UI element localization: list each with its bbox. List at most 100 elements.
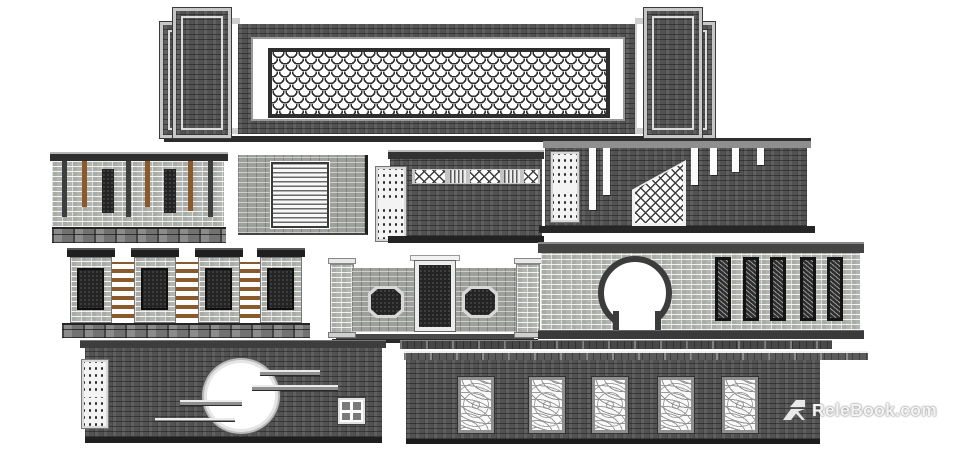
left-divider-strip — [230, 18, 240, 134]
model-clerestory-wall — [376, 150, 544, 243]
model-brick-panel-wall — [238, 155, 368, 235]
mesh-panel — [77, 268, 104, 310]
louver-window — [770, 257, 786, 321]
floating-shelf — [155, 418, 235, 422]
steel-slat — [62, 161, 67, 217]
gate-wall-body — [238, 24, 638, 134]
model-lattice-gate-wall — [160, 8, 715, 146]
slatted-inset-panel — [271, 162, 329, 228]
tile-coping-lower — [404, 351, 868, 360]
moon-gate-wall-body — [541, 253, 860, 330]
model-leaf-window-wall — [400, 336, 870, 446]
mesh-slat — [102, 169, 114, 213]
leaf-carving — [595, 380, 625, 430]
wall-base-line — [406, 439, 820, 444]
leaf-carving — [661, 380, 691, 430]
window-slot — [589, 148, 596, 210]
leaf-carving — [461, 380, 491, 430]
lattice-window — [470, 170, 500, 183]
fence-pillar — [260, 257, 302, 323]
wall-base-line — [538, 330, 864, 339]
fence-pillar — [70, 257, 112, 323]
louver-window — [715, 257, 731, 321]
pillar-cap — [328, 258, 356, 264]
moon-gate-opening — [613, 311, 661, 330]
leaf-window — [457, 376, 495, 434]
wood-slat — [188, 161, 193, 211]
leaf-window — [657, 376, 695, 434]
front-right-pillar — [644, 8, 702, 138]
dotted-pilaster — [376, 167, 406, 241]
steel-slat — [208, 161, 213, 217]
divider-slot — [637, 24, 643, 128]
wall-cap — [543, 138, 811, 148]
window-slot — [603, 148, 610, 195]
mesh-slat — [164, 169, 176, 213]
model-moon-circle-wall — [78, 340, 390, 444]
leaf-window — [721, 376, 759, 434]
wall-cap — [388, 150, 544, 159]
leaf-carving — [532, 380, 562, 430]
window-slot — [710, 148, 717, 175]
slat-window — [504, 170, 520, 183]
window-panes — [342, 402, 361, 420]
leaf-carving — [725, 380, 755, 430]
lattice-window — [524, 170, 538, 183]
pillar-cap — [131, 248, 179, 257]
wall-cap — [538, 242, 864, 253]
pillar-cap — [257, 248, 305, 257]
octagon-mesh-window — [462, 286, 498, 318]
louver-window — [827, 257, 843, 321]
model-slat-screen-wall — [50, 152, 228, 243]
pillar-base — [328, 332, 356, 338]
pillar-trim — [652, 16, 694, 130]
leaf-window — [528, 376, 566, 434]
model-stepped-slot-wall — [539, 138, 815, 233]
floating-shelf — [252, 385, 338, 391]
mesh-panel — [205, 268, 232, 310]
louver-window — [743, 257, 759, 321]
wall-cap — [80, 340, 386, 348]
wall-cap — [50, 152, 228, 161]
watermark: ReleBook.com — [780, 394, 937, 426]
right-divider-strip — [635, 18, 645, 134]
pillar-cap — [67, 248, 115, 257]
wall-base-line — [85, 437, 382, 443]
mesh-panel — [267, 268, 294, 310]
wood-slat-infill — [176, 262, 198, 318]
wood-slat — [145, 161, 150, 207]
wall-base-line — [539, 226, 815, 233]
slat-window — [450, 170, 466, 183]
model-pillar-fence — [62, 248, 310, 338]
window-slot — [732, 148, 739, 172]
clerestory-band — [412, 169, 540, 184]
mesh-fill — [465, 289, 495, 315]
end-pillar — [516, 264, 540, 334]
fish-scale-lattice-panel — [268, 48, 610, 118]
relebook-logo-icon — [783, 400, 805, 420]
wall-base-line — [388, 236, 544, 243]
mesh-fill — [371, 289, 401, 315]
pillar-trim — [181, 16, 223, 130]
leaf-window-wall-body — [406, 360, 820, 439]
panel-wall-body — [238, 155, 368, 235]
divider-slot — [232, 24, 238, 128]
wall-base-line — [164, 136, 712, 142]
lattice-window — [415, 170, 445, 183]
leaf-window — [591, 376, 629, 434]
wood-slat-infill — [240, 262, 260, 318]
wood-slat-infill — [112, 262, 134, 318]
base-bar — [336, 334, 534, 339]
fence-pillar — [134, 257, 176, 323]
dotted-pilaster — [551, 152, 579, 222]
end-pillar — [330, 264, 354, 334]
mesh-panel — [141, 268, 168, 310]
model-moon-gate-wall — [538, 240, 864, 348]
tile-coping-upper — [400, 340, 832, 349]
center-mesh-screen — [414, 260, 456, 332]
dotted-pilaster — [82, 360, 108, 428]
model-mesh-panel-wall — [328, 255, 542, 343]
watermark-text: ReleBook.com — [812, 399, 938, 420]
stone-base — [52, 227, 226, 243]
